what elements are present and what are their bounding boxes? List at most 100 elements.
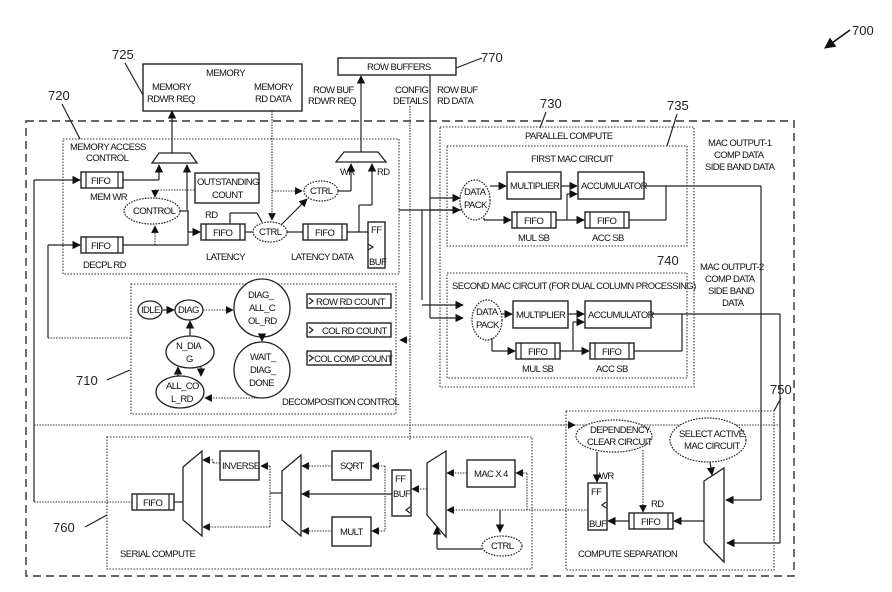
mac-output-2-line: SIDE BAND xyxy=(708,286,755,297)
parallel-compute: 730 PARALLEL COMPUTE 735 FIRST MAC CIRCU… xyxy=(439,96,780,388)
mac-output-2-line: COMP DATA xyxy=(705,274,756,285)
wr-label: WR xyxy=(340,167,355,178)
fifo-label: FIFO xyxy=(213,228,232,239)
control-label: CONTROL xyxy=(133,206,176,217)
state-label: DIAG_ xyxy=(248,290,275,301)
state-label: ALL_CO xyxy=(166,381,199,392)
state-label: IDLE xyxy=(141,305,160,316)
counters: ROW RD COUNT COL RD COUNT COL COMP COUNT xyxy=(306,293,394,366)
state-label: DIAG xyxy=(178,305,199,316)
fifo-label: FIFO xyxy=(91,176,110,187)
inverse-label: INVERSE xyxy=(222,461,260,472)
data-label: DATA xyxy=(476,307,499,318)
ff-label: FF xyxy=(591,487,602,498)
first-mac-box xyxy=(446,145,688,247)
figure-reference: 700 xyxy=(824,23,874,49)
mac-output-2-label: MAC OUTPUT-2 COMP DATA SIDE BAND DATA xyxy=(700,262,764,309)
counter-label: ROW RD COUNT xyxy=(316,297,386,308)
first-mac-title: FIRST MAC CIRCUIT xyxy=(531,154,614,165)
multiplier-label: MULTIPLIER xyxy=(510,181,560,192)
ref-725: 725 xyxy=(112,47,134,62)
state-label: N_DIA xyxy=(176,341,202,352)
acc-sb-fifo: FIFO xyxy=(589,342,635,360)
row-buf-req-label-2: RDWR REQ xyxy=(308,96,356,107)
decomposition-control: 710 DECOMPOSITION CONTROL IDLE DIAG DIAG… xyxy=(76,278,400,415)
memory-data-label: MEMORY xyxy=(254,82,294,93)
state-label: G xyxy=(186,354,193,365)
col-comp-count xyxy=(306,350,392,366)
memory-access-control: 720 MEMORY ACCESS CONTROL FIFO MEM WR FI… xyxy=(48,75,400,275)
counter-label: COL COMP COUNT xyxy=(314,354,393,365)
serial-ff-buf xyxy=(391,469,412,517)
ref-740: 740 xyxy=(657,253,679,268)
serial-fifo: FIFO xyxy=(131,493,175,511)
ref-735: 735 xyxy=(667,98,689,113)
rd-label: RD xyxy=(205,210,218,221)
fifo-label: FIFO xyxy=(528,347,547,358)
outstanding-label: OUTSTANDING xyxy=(197,177,259,188)
state-label: L_RD xyxy=(171,394,194,405)
data-pack-cloud xyxy=(471,299,503,341)
accumulator-box xyxy=(577,171,645,200)
ff-buf xyxy=(367,221,386,269)
memory-block: MEMORY MEMORY RDWR REQ MEMORY RD DATA 72… xyxy=(112,47,303,112)
state-label: OL_RD xyxy=(248,316,277,327)
mac-x4-box xyxy=(466,459,516,488)
memory-mux xyxy=(150,152,199,164)
mac-output-2-line: MAC OUTPUT-2 xyxy=(700,262,764,273)
memory-req-label: MEMORY xyxy=(152,82,192,93)
row-buf-data-label: ROW BUF xyxy=(437,85,478,96)
acc-sb-label: ACC SB xyxy=(592,233,624,244)
acc-sb-label: ACC SB xyxy=(596,364,628,375)
outstanding-count-box xyxy=(194,172,260,204)
state-label: ALL_C xyxy=(249,303,276,314)
parallel-title: PARALLEL COMPUTE xyxy=(525,131,613,142)
output-mux xyxy=(182,449,203,538)
row-buffers-box xyxy=(337,57,457,76)
ref-770: 770 xyxy=(481,50,503,65)
data-pack-cloud xyxy=(459,179,491,221)
mul-sb-label: MUL SB xyxy=(518,233,550,244)
state-label: DONE xyxy=(249,378,274,389)
buf-label: BUF xyxy=(393,489,411,500)
multiplier-box xyxy=(506,171,562,200)
state-all-col-rd xyxy=(155,375,205,409)
dep-label-2: CLEAR CIRCUIT xyxy=(587,437,653,448)
decpl-rd-fifo: FIFO xyxy=(80,236,124,254)
config-label: CONFIG xyxy=(395,85,429,96)
dependency-clear-cloud xyxy=(575,419,653,453)
pack-label: PACK xyxy=(464,200,488,211)
row-buffers-title: ROW BUFFERS xyxy=(367,62,431,73)
memory-req-label-2: RDWR REQ xyxy=(147,94,195,105)
ref-710: 710 xyxy=(76,373,98,388)
figure-ref-arrow xyxy=(824,29,851,49)
latency-data-fifo: FIFO xyxy=(302,223,348,241)
row-buf-data-label-2: RD DATA xyxy=(437,96,474,107)
decomposition-title: DECOMPOSITION CONTROL xyxy=(282,397,400,408)
col-rd-count xyxy=(306,322,392,338)
buf-label: BUF xyxy=(589,519,607,530)
mac-output-1-label: MAC OUTPUT-1 COMP DATA SIDE BAND DATA xyxy=(705,138,776,173)
sep-fifo: FIFO xyxy=(628,512,674,530)
mul-sb-fifo: FIFO xyxy=(511,211,557,229)
ref-750: 750 xyxy=(770,382,792,397)
mac-output-1-line: MAC OUTPUT-1 xyxy=(708,138,772,149)
multiplier-box xyxy=(512,300,569,329)
mac-title-2: CONTROL xyxy=(86,153,129,164)
row-buffers-block: ROW BUFFERS 770 ROW BUF RDWR REQ CONFIG … xyxy=(308,50,503,107)
data-label: DATA xyxy=(464,187,487,198)
memory-title: MEMORY xyxy=(206,68,246,79)
ctrl-label: CTRL xyxy=(491,541,514,552)
row-buf-req-label: ROW BUF xyxy=(313,85,354,96)
dep-label-1: DEPENDENCY xyxy=(590,425,651,436)
buf-label: BUF xyxy=(369,257,387,268)
accumulator-label: ACCUMULATOR xyxy=(588,310,655,321)
fifo-label: FIFO xyxy=(524,216,543,227)
second-mac-circuit: 740 SECOND MAC CIRCUIT (FOR DUAL COLUMN … xyxy=(446,253,780,379)
mac-output-1-line: COMP DATA xyxy=(714,150,765,161)
serial-compute-box xyxy=(106,436,533,570)
serial-title: SERIAL COMPUTE xyxy=(120,549,195,560)
ref-760: 760 xyxy=(53,520,75,535)
memory-box xyxy=(142,63,303,112)
